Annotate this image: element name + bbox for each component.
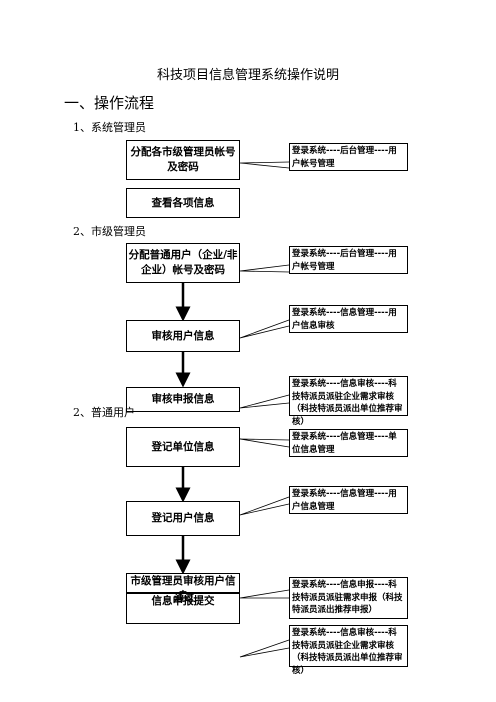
flow-box-assign-user-accounts: 分配普通用户（企业/非企业）帐号及密码	[126, 243, 240, 283]
flow-box-review-submissions: 审核申报信息	[126, 387, 240, 412]
role-heading-city-admin: 2、市级管理员	[73, 225, 146, 238]
note-user-review: 登录系统----信息管理----用户信息审核	[289, 305, 408, 333]
role-heading-sysadmin: 1、系统管理员	[73, 121, 146, 134]
note-final-review: 登录系统----信息审核----科技特派员派驻企业需求审核（科技特派员派出单位推…	[289, 625, 408, 676]
section-heading: 一、操作流程	[64, 94, 155, 112]
flow-box-register-user: 登记用户信息	[126, 501, 240, 536]
note-sysadmin-account: 登录系统----后台管理----用户帐号管理	[289, 143, 408, 171]
note-submission-review: 登录系统----信息审核----科技特派员派驻企业需求审核（科技特派员派出单位推…	[289, 376, 408, 427]
flow-box-view-info: 查看各项信息	[126, 188, 240, 218]
flow-box-submit-info: 信息申报提交	[126, 593, 240, 624]
flow-box-register-org: 登记单位信息	[126, 427, 240, 467]
flow-label-approved: 通过	[174, 593, 194, 604]
flow-box-assign-city-accounts: 分配各市级管理员帐号及密码	[126, 140, 240, 180]
role-heading-normal-user: 2、普通用户	[73, 406, 135, 419]
document-title: 科技项目信息管理系统操作说明	[156, 68, 339, 83]
note-city-account: 登录系统----后台管理----用户帐号管理	[289, 246, 408, 274]
note-org-info: 登录系统----信息管理----单位信息管理	[289, 429, 408, 457]
note-info-submit: 登录系统----信息申报----科技特派员派驻需求申报（科技特派员派出推荐申报）	[289, 577, 408, 619]
flow-box-review-users: 审核用户信息	[126, 320, 240, 352]
note-user-info: 登录系统----信息管理----用户信息管理	[289, 486, 408, 514]
